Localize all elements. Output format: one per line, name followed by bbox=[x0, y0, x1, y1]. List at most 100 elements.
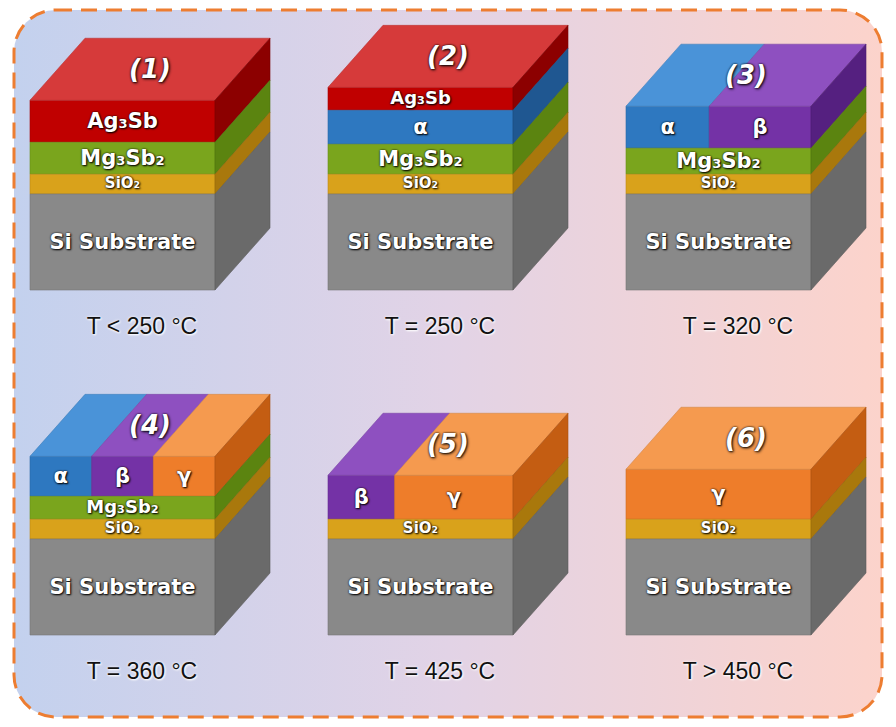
front-face bbox=[30, 539, 215, 635]
layer-block: β bbox=[709, 106, 811, 148]
panel-number: (6) bbox=[725, 423, 767, 453]
side-face bbox=[513, 477, 568, 635]
layer-block: Mg₃Sb₂ bbox=[30, 142, 215, 174]
side-face bbox=[811, 477, 866, 635]
layer-block: γ bbox=[395, 475, 513, 519]
layer-label: SiO₂ bbox=[701, 521, 736, 537]
layer-label: β bbox=[115, 465, 130, 487]
panel-number: (1) bbox=[129, 54, 171, 84]
front-face bbox=[30, 100, 215, 142]
front-face bbox=[30, 174, 215, 194]
layer-label: Mg₃Sb₂ bbox=[676, 150, 760, 172]
layer-label: β bbox=[354, 486, 369, 508]
panel-frame bbox=[14, 10, 882, 717]
panel-number: (2) bbox=[427, 41, 469, 71]
layer-block: Si Substrate bbox=[328, 539, 513, 635]
front-face bbox=[30, 142, 215, 174]
layer-block: Ag₃Sb bbox=[328, 87, 513, 110]
layer-block: α bbox=[626, 106, 709, 148]
layer-label: Si Substrate bbox=[49, 231, 195, 253]
front-face bbox=[626, 174, 811, 194]
layer-label: Mg₃Sb₂ bbox=[378, 148, 462, 170]
front-face bbox=[395, 475, 513, 519]
layer-label: Si Substrate bbox=[645, 231, 791, 253]
layer-block: α bbox=[30, 456, 92, 496]
layer-label: Si Substrate bbox=[645, 576, 791, 598]
panel-number: (5) bbox=[427, 429, 469, 459]
layer-label: Mg₃Sb₂ bbox=[86, 498, 158, 517]
layer-block: β bbox=[328, 475, 395, 519]
layer-label: Si Substrate bbox=[49, 576, 195, 598]
front-face bbox=[30, 194, 215, 290]
layer-block: Si Substrate bbox=[328, 194, 513, 290]
front-face bbox=[328, 539, 513, 635]
side-face bbox=[513, 132, 568, 290]
layer-block: SiO₂ bbox=[626, 519, 811, 539]
layer-label: β bbox=[753, 116, 768, 138]
layer-label: Ag₃Sb bbox=[87, 110, 158, 132]
layer-block: SiO₂ bbox=[30, 519, 215, 539]
layer-block: γ bbox=[153, 456, 215, 496]
layer-block: Si Substrate bbox=[626, 539, 811, 635]
layer-label: γ bbox=[447, 486, 461, 508]
front-face bbox=[153, 456, 215, 496]
panel-number: (4) bbox=[129, 410, 171, 440]
front-face bbox=[709, 106, 811, 148]
layer-label: SiO₂ bbox=[105, 521, 140, 537]
layer-label: SiO₂ bbox=[701, 176, 736, 192]
front-face bbox=[328, 110, 513, 144]
side-face bbox=[215, 477, 270, 635]
front-face bbox=[30, 496, 215, 519]
side-face bbox=[215, 132, 270, 290]
layer-label: Mg₃Sb₂ bbox=[80, 147, 164, 169]
layer-block: γ bbox=[626, 469, 811, 519]
layer-block: Mg₃Sb₂ bbox=[30, 496, 215, 519]
layer-block: SiO₂ bbox=[30, 174, 215, 194]
layer-label: Si Substrate bbox=[347, 231, 493, 253]
side-face bbox=[811, 132, 866, 290]
front-face bbox=[626, 148, 811, 174]
front-face bbox=[30, 519, 215, 539]
layer-block: SiO₂ bbox=[328, 519, 513, 539]
layer-label: SiO₂ bbox=[403, 521, 438, 537]
temperature-label: T = 425 °C bbox=[385, 658, 495, 685]
layer-block: SiO₂ bbox=[328, 174, 513, 194]
front-face bbox=[328, 475, 395, 519]
front-face bbox=[92, 456, 154, 496]
front-face bbox=[626, 539, 811, 635]
layer-label: α bbox=[54, 465, 68, 487]
temperature-label: T = 320 °C bbox=[683, 313, 793, 340]
front-face bbox=[328, 174, 513, 194]
layer-block: SiO₂ bbox=[626, 174, 811, 194]
layer-label: Ag₃Sb bbox=[390, 89, 451, 108]
layer-label: SiO₂ bbox=[403, 176, 438, 192]
layer-label: α bbox=[660, 116, 674, 138]
layer-block: Mg₃Sb₂ bbox=[328, 144, 513, 174]
front-face bbox=[328, 194, 513, 290]
front-face bbox=[626, 519, 811, 539]
temperature-label: T = 250 °C bbox=[385, 313, 495, 340]
layer-block: Si Substrate bbox=[30, 539, 215, 635]
front-face bbox=[30, 456, 92, 496]
layer-block: Si Substrate bbox=[30, 194, 215, 290]
temperature-label: T > 450 °C bbox=[683, 658, 793, 685]
layer-label: α bbox=[413, 116, 427, 138]
front-face bbox=[328, 144, 513, 174]
temperature-label: T < 250 °C bbox=[87, 313, 197, 340]
layer-label: γ bbox=[177, 465, 191, 487]
front-face bbox=[626, 194, 811, 290]
front-face bbox=[626, 469, 811, 519]
layer-label: γ bbox=[711, 483, 725, 505]
temperature-label: T = 360 °C bbox=[87, 658, 197, 685]
layer-block: Mg₃Sb₂ bbox=[626, 148, 811, 174]
layer-block: α bbox=[328, 110, 513, 144]
layer-block: β bbox=[92, 456, 154, 496]
front-face bbox=[626, 106, 709, 148]
layer-block: Ag₃Sb bbox=[30, 100, 215, 142]
panel-number: (3) bbox=[725, 60, 767, 90]
layer-label: SiO₂ bbox=[105, 176, 140, 192]
layer-block: Si Substrate bbox=[626, 194, 811, 290]
layer-label: Si Substrate bbox=[347, 576, 493, 598]
front-face bbox=[328, 87, 513, 110]
